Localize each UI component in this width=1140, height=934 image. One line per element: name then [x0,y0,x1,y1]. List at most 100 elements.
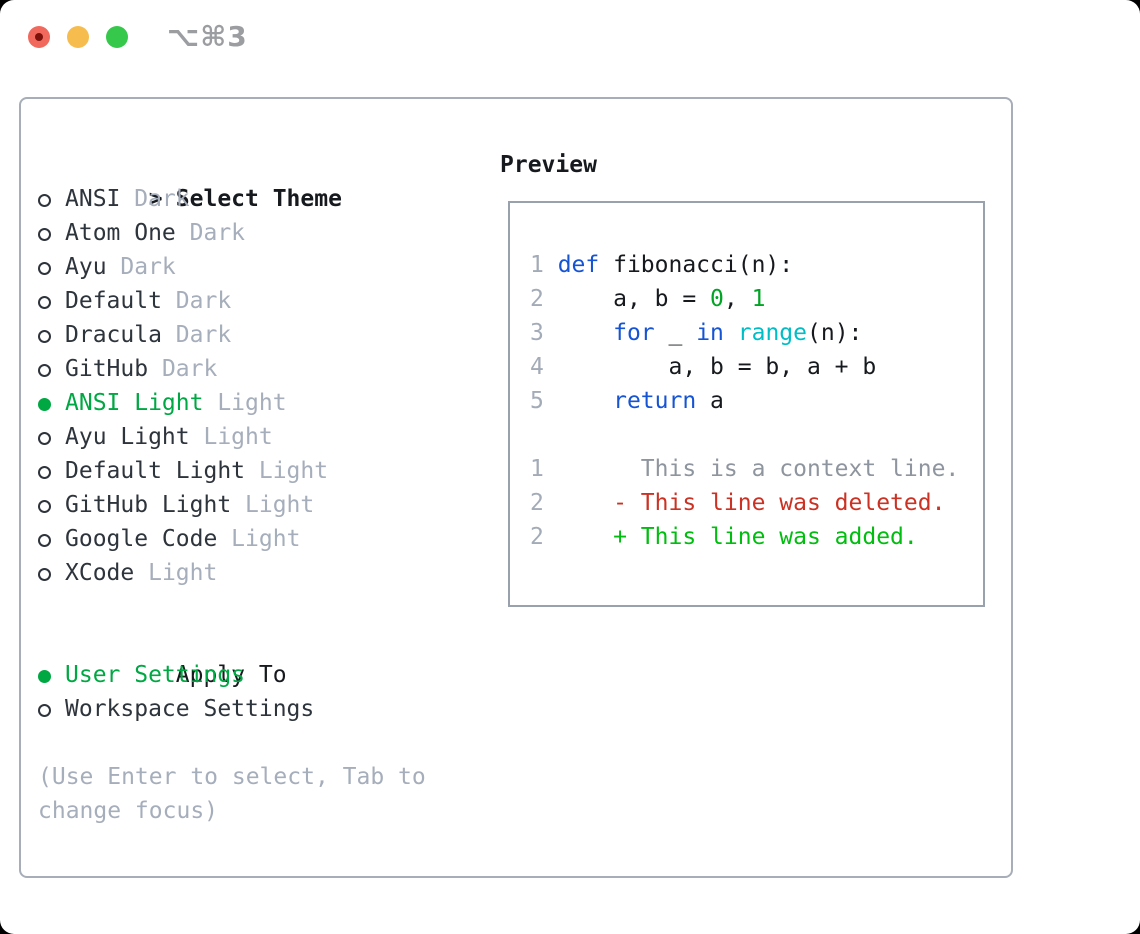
option-label: Google Code [65,526,218,552]
code-line: 1 def fibonacci(n): [530,248,983,282]
code-line: 5 return a [530,384,983,418]
prompt-icon: > [148,186,163,212]
option-label: GitHub Light [65,492,232,518]
option-variant-label: Dark [175,220,246,246]
option-label: ANSI Light [65,390,204,416]
code-token: - This line was deleted. [557,490,946,516]
code-token: , [723,286,752,312]
code-line: 4 a, b = b, a + b [530,350,983,384]
radio-icon [38,534,51,547]
line-number: 5 [530,388,558,414]
radio-icon [38,330,51,343]
line-number: 1 [530,252,558,278]
line-number: 2 [530,490,558,516]
theme-option-dracula[interactable]: Dracula Dark [38,318,498,352]
radio-icon [38,194,51,207]
option-variant-label: Dark [148,356,218,382]
apply-to-title: Apply To [175,662,287,688]
apply-option-user-settings[interactable]: User Settings [38,658,498,692]
option-variant-label: Light [217,526,301,552]
theme-option-ayu[interactable]: Ayu Dark [38,250,498,284]
option-variant-label: Dark [120,186,190,212]
code-line: 2 a, b = 0, 1 [530,282,983,316]
code-token: _ [654,320,697,346]
code-token [558,320,613,346]
option-label: ANSI [65,186,121,212]
radio-icon [38,432,51,445]
option-variant-label: Light [189,424,273,450]
line-number: 2 [530,524,558,550]
option-label: Default [65,288,162,314]
close-button[interactable] [28,26,50,48]
titlebar: ⌥⌘3 [0,0,1140,74]
preview-title: Preview [500,152,597,178]
code-token: a, b = [557,286,711,312]
radio-icon [38,500,51,513]
code-line [530,418,983,452]
theme-option-xcode[interactable]: XCode Light [38,556,498,590]
theme-option-default[interactable]: Default Dark [38,284,498,318]
radio-icon [38,262,51,275]
code-line: 2 + This line was added. [530,520,983,554]
code-token: def [557,252,600,278]
radio-icon [38,568,51,581]
theme-option-default-light[interactable]: Default Light Light [38,454,498,488]
option-variant-label: Dark [161,288,232,314]
line-number: 1 [530,456,558,482]
code-token [724,320,738,346]
option-variant-label: Light [231,492,315,518]
code-line: 3 for _ in range(n): [530,316,983,350]
option-label: XCode [65,560,135,586]
apply-option-workspace-settings[interactable]: Workspace Settings [38,692,498,726]
option-label: Ayu Light [65,424,190,450]
theme-option-atom-one[interactable]: Atom One Dark [38,216,498,250]
radio-icon [38,296,51,309]
radio-selected-icon [38,398,51,411]
option-variant-label: Light [134,560,218,586]
theme-option-google-code[interactable]: Google Code Light [38,522,498,556]
code-token: return [613,388,697,414]
zoom-button[interactable] [106,26,128,48]
code-token: fibonacci(n): [599,252,794,278]
option-variant-label: Dark [161,322,232,348]
theme-option-ayu-light[interactable]: Ayu Light Light [38,420,498,454]
option-label: Atom One [65,220,176,246]
theme-option-github-light[interactable]: GitHub Light Light [38,488,498,522]
code-line: 2 - This line was deleted. [530,486,983,520]
spacer [38,726,498,760]
theme-option-github[interactable]: GitHub Dark [38,352,498,386]
code-token: 0 [710,286,724,312]
option-label: Workspace Settings [65,696,315,722]
code-token: (n): [807,320,863,346]
radio-icon [38,228,51,241]
apply-to-header: Apply To [38,624,498,688]
code-token: a, b = b, a + b [557,354,877,380]
option-label: Default Light [65,458,246,484]
minimize-button[interactable] [67,26,89,48]
code-token: 1 [751,286,766,312]
code-line: 1 This is a context line. [530,452,983,486]
theme-option-ansi[interactable]: ANSI Dark [38,182,498,216]
option-variant-label: Light [245,458,329,484]
code-token: + This line was added. [557,524,918,550]
option-variant-label: Light [203,390,287,416]
radio-icon [38,466,51,479]
select-theme-header: >Select Theme [38,148,498,212]
option-label: Ayu [65,254,107,280]
radio-icon [38,364,51,377]
code-token: This is a context line. [557,456,960,482]
spacer [38,590,498,624]
theme-option-ansi-light[interactable]: ANSI Light Light [38,386,498,420]
code-token: in [696,320,724,346]
close-dot-icon [35,33,43,41]
option-variant-label: Dark [106,254,176,280]
code-token: for [613,320,655,346]
radio-icon [38,704,51,717]
